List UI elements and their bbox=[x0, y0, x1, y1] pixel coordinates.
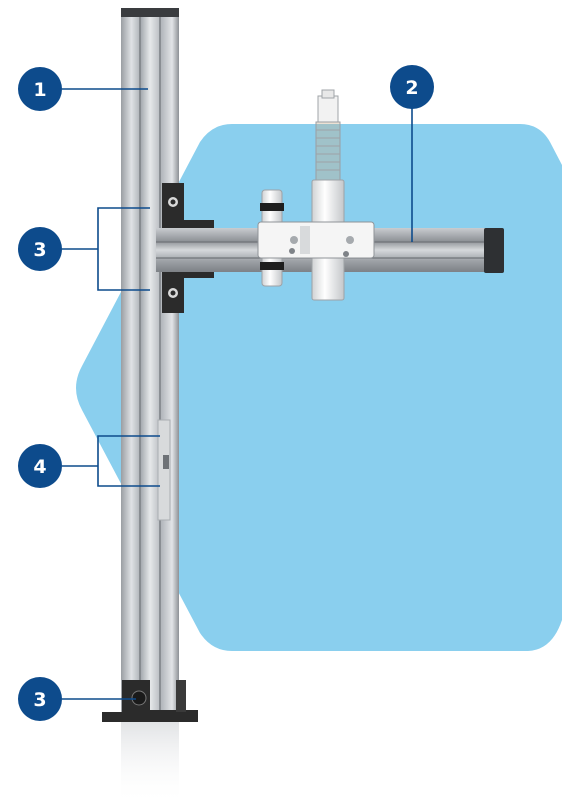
leader-lines bbox=[62, 88, 413, 700]
base-bracket bbox=[102, 680, 198, 722]
callout-badge-3-top: 3 bbox=[18, 227, 62, 271]
callout-badge-1: 1 bbox=[18, 67, 62, 111]
post-reflection bbox=[121, 718, 179, 805]
leader-line-4-bracket bbox=[97, 435, 160, 487]
callout-number-2: 2 bbox=[405, 77, 418, 99]
vertical-post bbox=[121, 8, 179, 718]
callout-number-3-top: 3 bbox=[33, 239, 46, 261]
callout-badge-3-bottom: 3 bbox=[18, 677, 62, 721]
callout-number-3-bottom: 3 bbox=[33, 689, 46, 711]
lower-bracket bbox=[162, 272, 214, 313]
callout-badge-2: 2 bbox=[390, 65, 434, 109]
clamp-assembly bbox=[257, 89, 375, 301]
callout-number-1: 1 bbox=[33, 79, 46, 101]
callout-badge-4: 4 bbox=[18, 444, 62, 488]
callout-number-4: 4 bbox=[33, 456, 46, 478]
upper-bracket bbox=[162, 183, 214, 228]
